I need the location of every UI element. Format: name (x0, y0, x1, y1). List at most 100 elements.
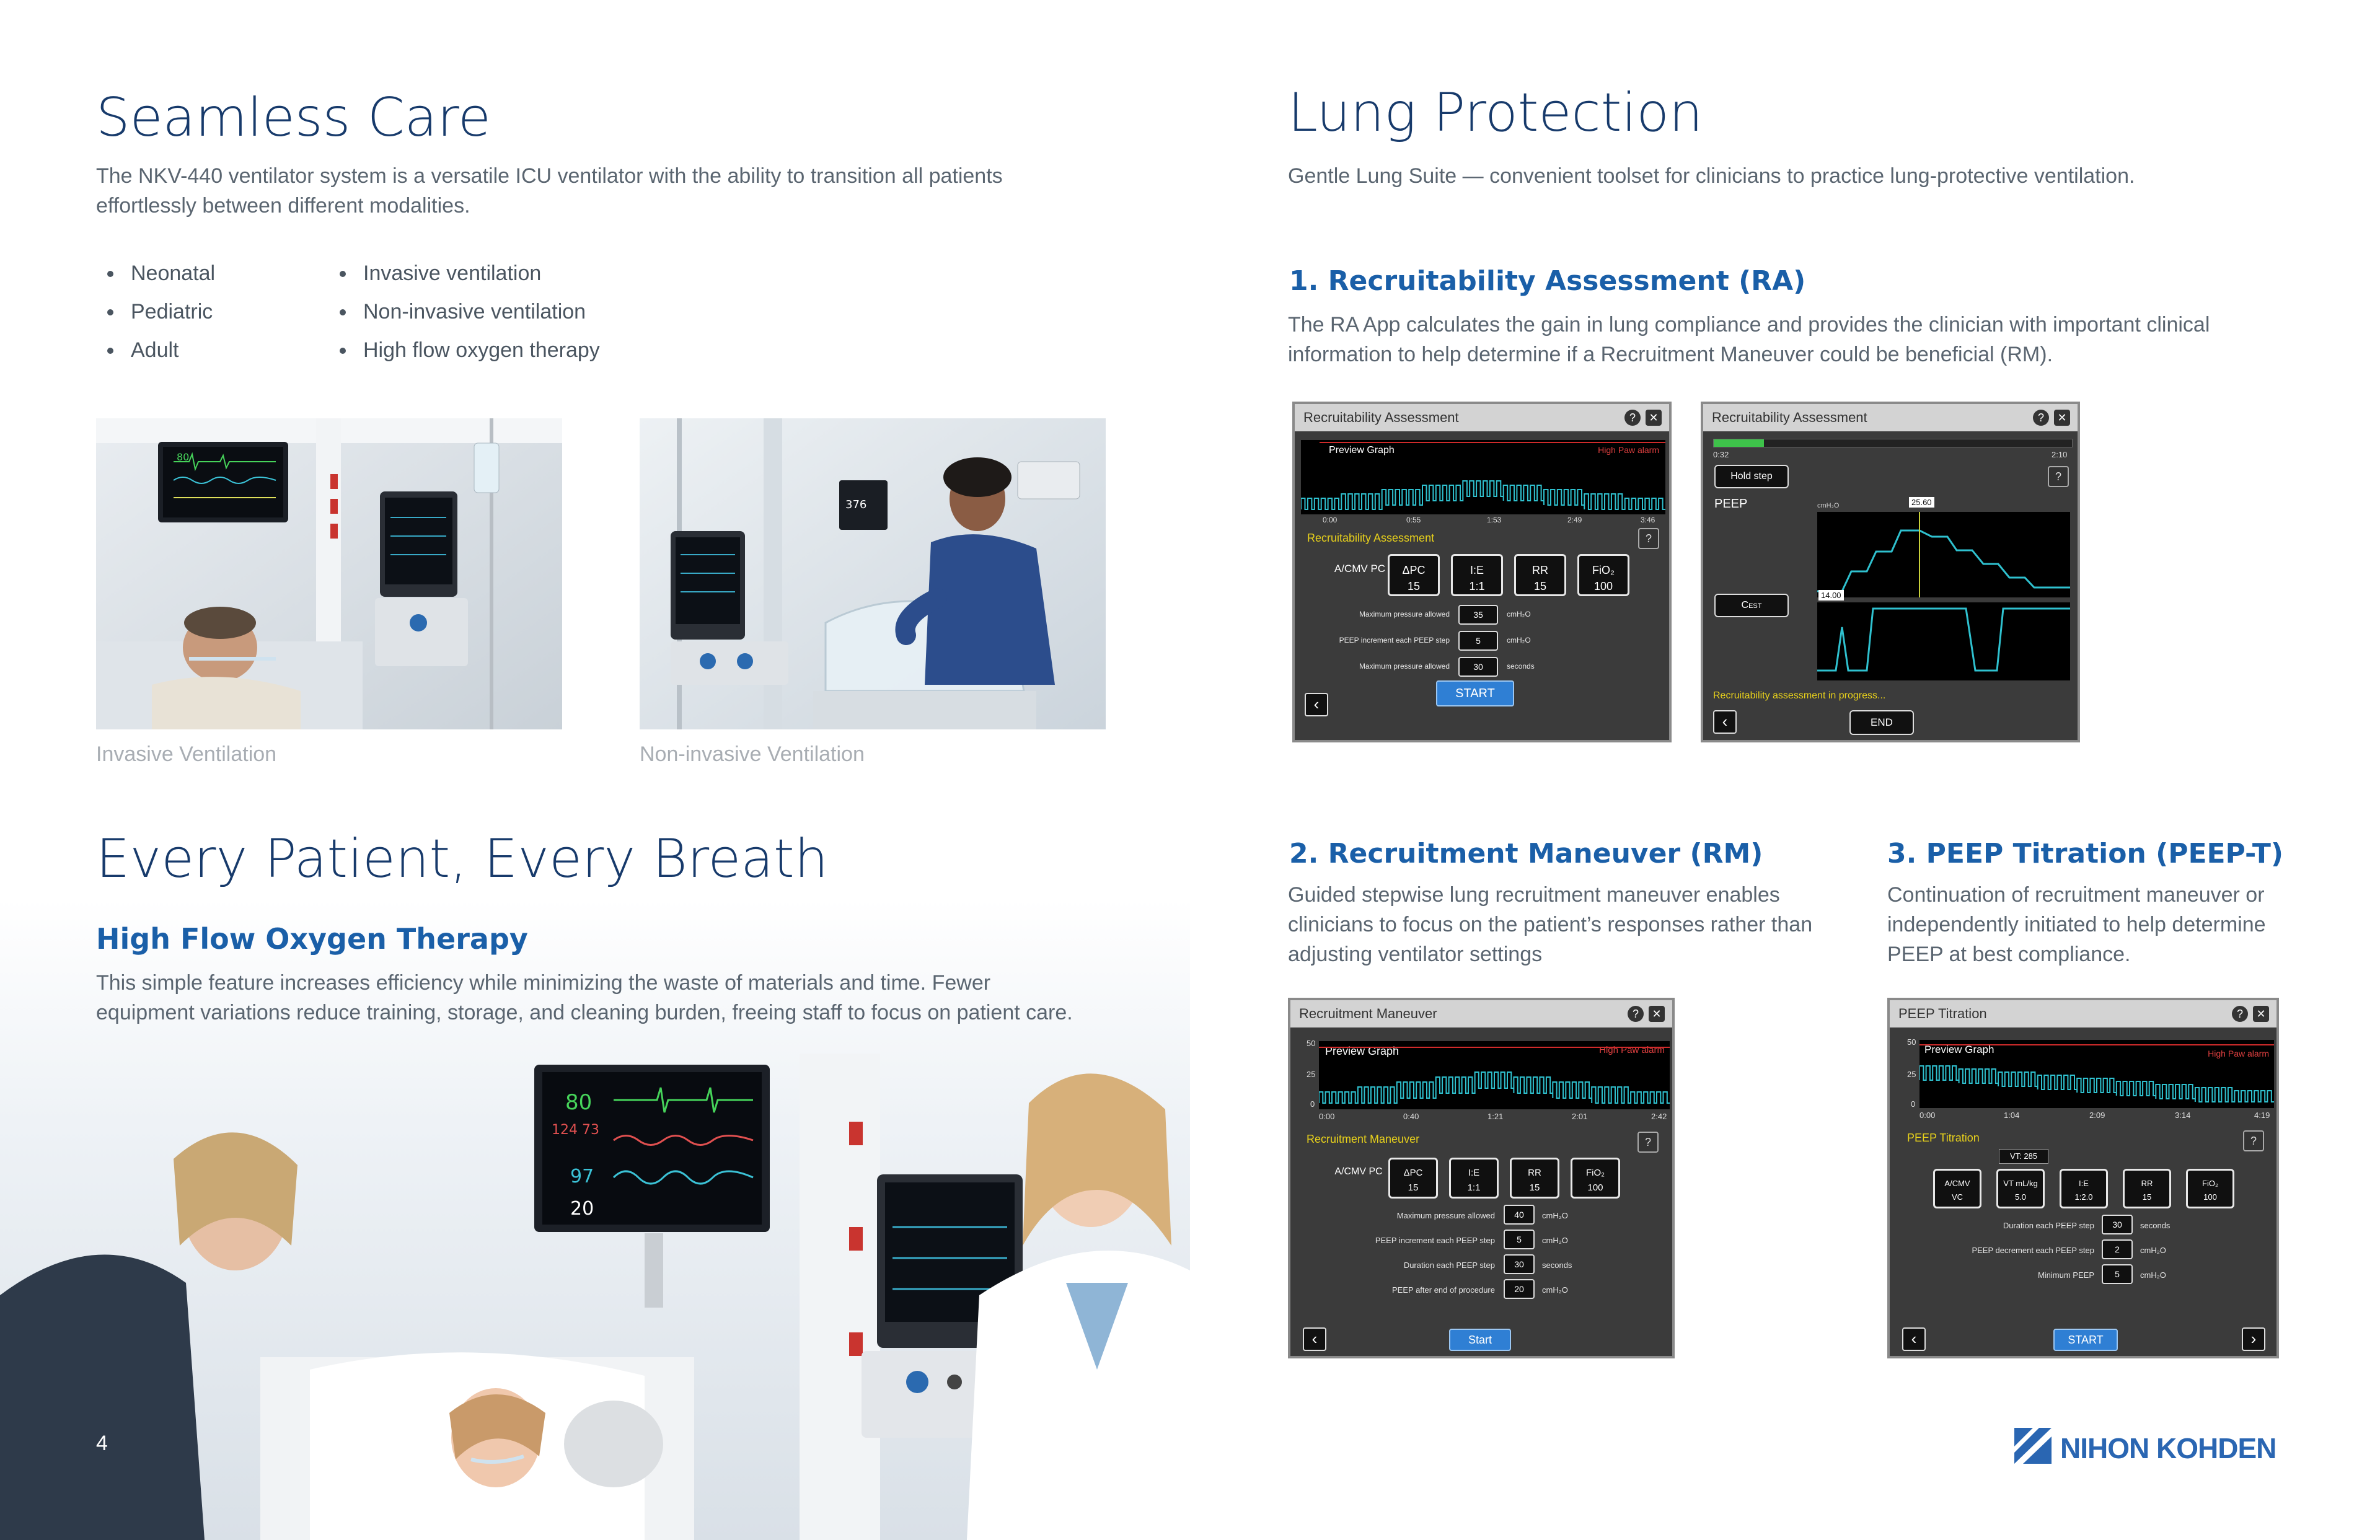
cest-value: 14.00 (1818, 590, 1844, 601)
ra-screen-title: Recruitability Assessment (1712, 410, 1867, 425)
list-item: High flow oxygen therapy (328, 331, 600, 369)
peep-after-input[interactable]: 20 (1504, 1279, 1535, 1299)
help-icon[interactable]: ? (1628, 1006, 1644, 1022)
hr-value: 80 (565, 1090, 592, 1115)
lung-protection-intro: Gentle Lung Suite — convenient toolset f… (1288, 164, 2135, 188)
x-tick: 0:40 (1403, 1112, 1419, 1121)
close-icon[interactable]: ✕ (2054, 410, 2070, 426)
input-unit: cmH₂O (2140, 1270, 2166, 1280)
nihon-kohden-logo: NIHON KOHDEN (2014, 1425, 2287, 1466)
back-button[interactable]: ‹ (1713, 710, 1737, 734)
back-button[interactable]: ‹ (1303, 1327, 1326, 1351)
input-unit: cmH₂O (1542, 1236, 1568, 1245)
close-icon[interactable]: ✕ (1646, 410, 1662, 426)
start-button[interactable]: START (1436, 680, 1514, 706)
ra-x-axis: 0:00 0:55 1:53 2:49 3:46 (1301, 516, 1665, 528)
start-button[interactable]: Start (1449, 1329, 1511, 1351)
x-tick: 0:55 (1406, 516, 1421, 524)
section-help-button[interactable]: ? (1638, 528, 1659, 549)
non-invasive-ventilation-photo: 376 (640, 418, 1106, 729)
x-tick: 2:09 (2089, 1111, 2105, 1120)
ra-preview-waveform (1301, 442, 1665, 510)
hold-step-button[interactable]: Hold step (1714, 465, 1789, 488)
ra-heading: 1. Recruitability Assessment (RA) (1289, 265, 1806, 297)
section-help-button[interactable]: ? (1637, 1132, 1659, 1153)
close-icon[interactable]: ✕ (2253, 1006, 2269, 1022)
peep-value-top: 25.60 (1909, 497, 1934, 508)
max-pressure-input[interactable]: 40 (1504, 1205, 1535, 1225)
help-icon[interactable]: ? (2232, 1006, 2248, 1022)
bp-value: 124 73 (552, 1122, 599, 1138)
invasive-ventilation-caption: Invasive Ventilation (96, 742, 277, 766)
x-tick: 0:00 (1919, 1111, 1936, 1120)
duration-input[interactable]: 30 (2102, 1215, 2133, 1234)
x-tick: 3:14 (2175, 1111, 2191, 1120)
help-icon[interactable]: ? (1624, 410, 1641, 426)
minimum-peep-input[interactable]: 5 (2102, 1264, 2133, 1284)
input-unit: seconds (1507, 662, 1535, 671)
peep-decrement-input[interactable]: 2 (2102, 1239, 2133, 1259)
input-unit: seconds (1542, 1261, 1572, 1270)
invasive-ventilation-photo: 80 (96, 418, 562, 729)
rr-value: 20 (570, 1198, 594, 1220)
duration-input[interactable]: 30 (1504, 1254, 1535, 1274)
close-icon[interactable]: ✕ (1649, 1006, 1665, 1022)
input-unit: cmH₂O (1507, 636, 1531, 645)
logo-text: NIHON KOHDEN (2060, 1432, 2276, 1464)
x-tick: 2:42 (1651, 1112, 1667, 1121)
duration-input[interactable]: 30 (1458, 657, 1498, 677)
high-flow-subtitle: High Flow Oxygen Therapy (96, 922, 528, 956)
start-button[interactable]: START (2053, 1329, 2118, 1351)
alarm-label: High Paw alarm (1598, 445, 1659, 455)
graph-title: Preview Graph (1329, 445, 1395, 455)
patient-type-list: Neonatal Pediatric Adult (96, 254, 215, 369)
next-button[interactable]: › (2242, 1327, 2265, 1351)
max-pressure-input[interactable]: 35 (1458, 605, 1498, 625)
end-button[interactable]: END (1849, 710, 1914, 735)
rm-section-label: Recruitment Maneuver (1307, 1133, 1420, 1145)
list-item: Non-invasive ventilation (328, 293, 600, 331)
section-help-button[interactable]: ? (2243, 1130, 2264, 1151)
help-icon[interactable]: ? (2033, 410, 2049, 426)
list-item: Pediatric (96, 293, 215, 331)
ra-screen-titlebar: Recruitability Assessment ? ✕ (1295, 404, 1669, 431)
input-label: Minimum PEEP (2037, 1270, 2094, 1280)
rm-body: Guided stepwise lung recruitment maneuve… (1288, 883, 1813, 966)
cest-button[interactable]: Cest (1714, 594, 1789, 617)
input-label: PEEP increment each PEEP step (1375, 1236, 1495, 1245)
input-label: Duration each PEEP step (1403, 1261, 1495, 1270)
peep-increment-input[interactable]: 5 (1504, 1230, 1535, 1249)
ra-screen-setup: Recruitability Assessment ? ✕ Preview Gr… (1292, 402, 1672, 742)
back-button[interactable]: ‹ (1305, 693, 1328, 716)
input-unit: cmH₂O (1507, 610, 1531, 618)
alarm-label: High Paw alarm (2208, 1049, 2269, 1058)
input-unit: cmH₂O (1542, 1285, 1568, 1295)
input-unit: seconds (2140, 1221, 2171, 1230)
y-tick: 50 (1307, 1039, 1316, 1048)
back-button[interactable]: ‹ (1902, 1327, 1926, 1351)
y-tick: 50 (1907, 1037, 1916, 1047)
peep-graph (1817, 512, 2070, 597)
help-button[interactable]: ? (2048, 466, 2069, 487)
ra-screen-progress: Recruitability Assessment ? ✕ 0:32 2:10 … (1701, 402, 2080, 742)
nib-value: 376 (845, 498, 866, 511)
peept-screen-titlebar: PEEP Titration ? ✕ (1890, 1000, 2276, 1027)
time-total: 2:10 (2052, 450, 2068, 459)
peep-increment-input[interactable]: 5 (1458, 631, 1498, 651)
input-label: Duration each PEEP step (2003, 1221, 2094, 1230)
non-invasive-ventilation-caption: Non-invasive Ventilation (640, 742, 865, 766)
compliance-trend-line (1817, 607, 2070, 672)
